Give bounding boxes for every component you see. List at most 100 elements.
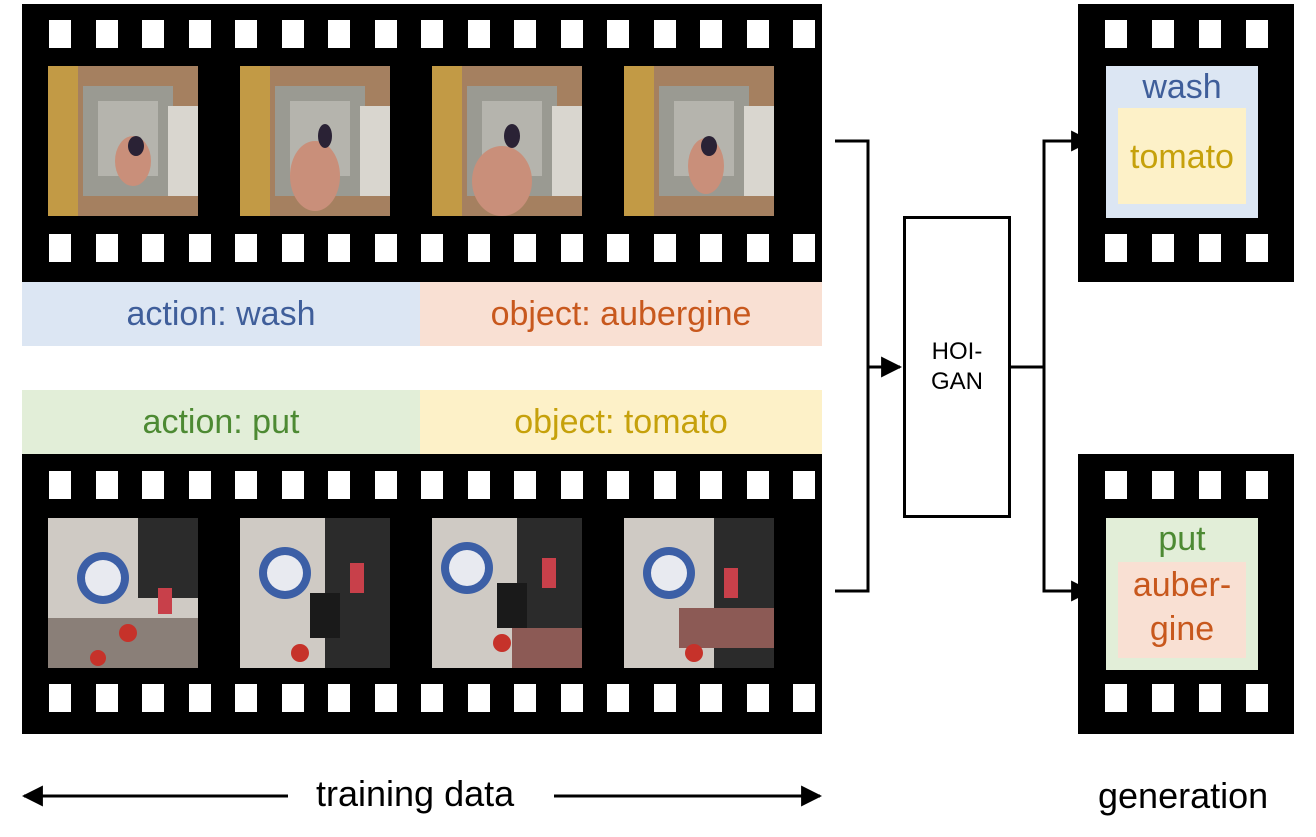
- film-sprocket-hole: [1105, 20, 1127, 48]
- film-sprocket-hole: [49, 684, 71, 712]
- generated-object-text-line1: auber-: [1132, 566, 1232, 604]
- film-sprocket-hole: [1152, 234, 1174, 262]
- object-label-text: object: aubergine: [490, 294, 752, 333]
- object-label-tomato: object: tomato: [420, 390, 822, 454]
- film-sprocket-hole: [421, 471, 443, 499]
- film-sprocket-hole: [514, 234, 536, 262]
- film-sprocket-hole: [746, 20, 769, 48]
- film-sprocket-hole: [560, 234, 583, 262]
- film-sprocket-hole: [1199, 234, 1221, 262]
- film-sprocket-hole: [514, 471, 536, 499]
- film-sprocket-hole: [467, 234, 490, 262]
- film-sprocket-hole: [281, 20, 304, 48]
- video-frame-sink-3: [432, 66, 582, 216]
- film-sprocket-hole: [1105, 471, 1127, 499]
- film-sprocket-hole: [607, 234, 629, 262]
- video-frame-sink-2: [240, 66, 390, 216]
- generated-film-bottom: put auber- gine: [1078, 454, 1294, 734]
- film-sprocket-hole: [421, 234, 443, 262]
- film-sprocket-hole: [374, 20, 397, 48]
- film-sprocket-hole: [1105, 234, 1127, 262]
- generated-object-box: tomato: [1118, 108, 1246, 204]
- film-sprocket-hole: [700, 20, 722, 48]
- action-label-text: action: wash: [126, 294, 316, 333]
- generated-object-text-line2: gine: [1149, 610, 1215, 648]
- film-sprocket-hole: [560, 471, 583, 499]
- film-sprocket-hole: [746, 471, 769, 499]
- hoi-gan-model-box: HOI- GAN: [903, 216, 1011, 518]
- film-sprocket-hole: [188, 20, 211, 48]
- film-sprocket-hole: [793, 234, 815, 262]
- film-sprocket-hole: [281, 234, 304, 262]
- film-sprocket-hole: [1246, 471, 1268, 499]
- generated-frame-wash-tomato: wash tomato: [1106, 66, 1258, 218]
- film-sprocket-hole: [1199, 20, 1221, 48]
- model-name-line2: GAN: [930, 368, 983, 395]
- film-sprocket-hole: [421, 20, 443, 48]
- film-sprocket-hole: [374, 471, 397, 499]
- film-sprocket-hole: [142, 471, 164, 499]
- object-label-text: object: tomato: [514, 402, 728, 441]
- film-sprocket-hole: [1246, 684, 1268, 712]
- film-sprocket-hole: [328, 20, 350, 48]
- video-frame-sink-1: [48, 66, 198, 216]
- generated-action-text: put: [1158, 520, 1206, 558]
- film-sprocket-hole: [142, 234, 164, 262]
- film-sprocket-hole: [560, 684, 583, 712]
- film-sprocket-hole: [374, 234, 397, 262]
- film-sprocket-hole: [328, 684, 350, 712]
- film-sprocket-hole: [700, 684, 722, 712]
- film-sprocket-hole: [1246, 234, 1268, 262]
- video-frame-kitchen-4: [624, 518, 774, 668]
- film-sprocket-hole: [49, 471, 71, 499]
- film-sprocket-hole: [653, 684, 676, 712]
- film-sprocket-hole: [95, 20, 118, 48]
- film-sprocket-hole: [374, 684, 397, 712]
- film-sprocket-hole: [607, 20, 629, 48]
- film-sprocket-hole: [95, 684, 118, 712]
- film-sprocket-hole: [1105, 684, 1127, 712]
- film-sprocket-hole: [235, 471, 257, 499]
- video-frame-kitchen-2: [240, 518, 390, 668]
- generated-film-top: wash tomato: [1078, 4, 1294, 282]
- film-sprocket-hole: [467, 20, 490, 48]
- film-sprocket-hole: [188, 684, 211, 712]
- film-sprocket-hole: [142, 20, 164, 48]
- training-data-label: training data: [316, 773, 515, 814]
- film-sprocket-hole: [95, 471, 118, 499]
- video-frame-kitchen-1: [48, 518, 198, 668]
- film-sprocket-hole: [235, 234, 257, 262]
- model-name-line1: HOI-: [931, 338, 983, 365]
- film-sprocket-hole: [188, 471, 211, 499]
- video-frame-sink-4: [624, 66, 774, 216]
- film-sprocket-hole: [95, 234, 118, 262]
- film-sprocket-hole: [328, 471, 350, 499]
- generated-object-box: auber- gine: [1118, 562, 1246, 658]
- film-sprocket-hole: [653, 234, 676, 262]
- film-sprocket-hole: [1199, 684, 1221, 712]
- action-label-text: action: put: [142, 402, 300, 441]
- film-sprocket-hole: [514, 20, 536, 48]
- film-sprocket-hole: [793, 20, 815, 48]
- film-sprocket-hole: [188, 234, 211, 262]
- film-sprocket-hole: [1152, 471, 1174, 499]
- film-sprocket-hole: [653, 471, 676, 499]
- film-sprocket-hole: [328, 234, 350, 262]
- film-sprocket-hole: [700, 234, 722, 262]
- film-sprocket-hole: [514, 684, 536, 712]
- film-sprocket-hole: [700, 471, 722, 499]
- film-sprocket-hole: [467, 684, 490, 712]
- film-sprocket-hole: [49, 20, 71, 48]
- film-sprocket-hole: [467, 471, 490, 499]
- film-sprocket-hole: [142, 684, 164, 712]
- top-film-strip: [22, 4, 822, 282]
- bottom-film-strip: [22, 454, 822, 734]
- film-sprocket-hole: [421, 684, 443, 712]
- film-sprocket-hole: [793, 471, 815, 499]
- film-sprocket-hole: [746, 234, 769, 262]
- film-sprocket-hole: [746, 684, 769, 712]
- film-sprocket-hole: [235, 20, 257, 48]
- generation-label: generation: [1098, 775, 1269, 816]
- film-sprocket-hole: [281, 684, 304, 712]
